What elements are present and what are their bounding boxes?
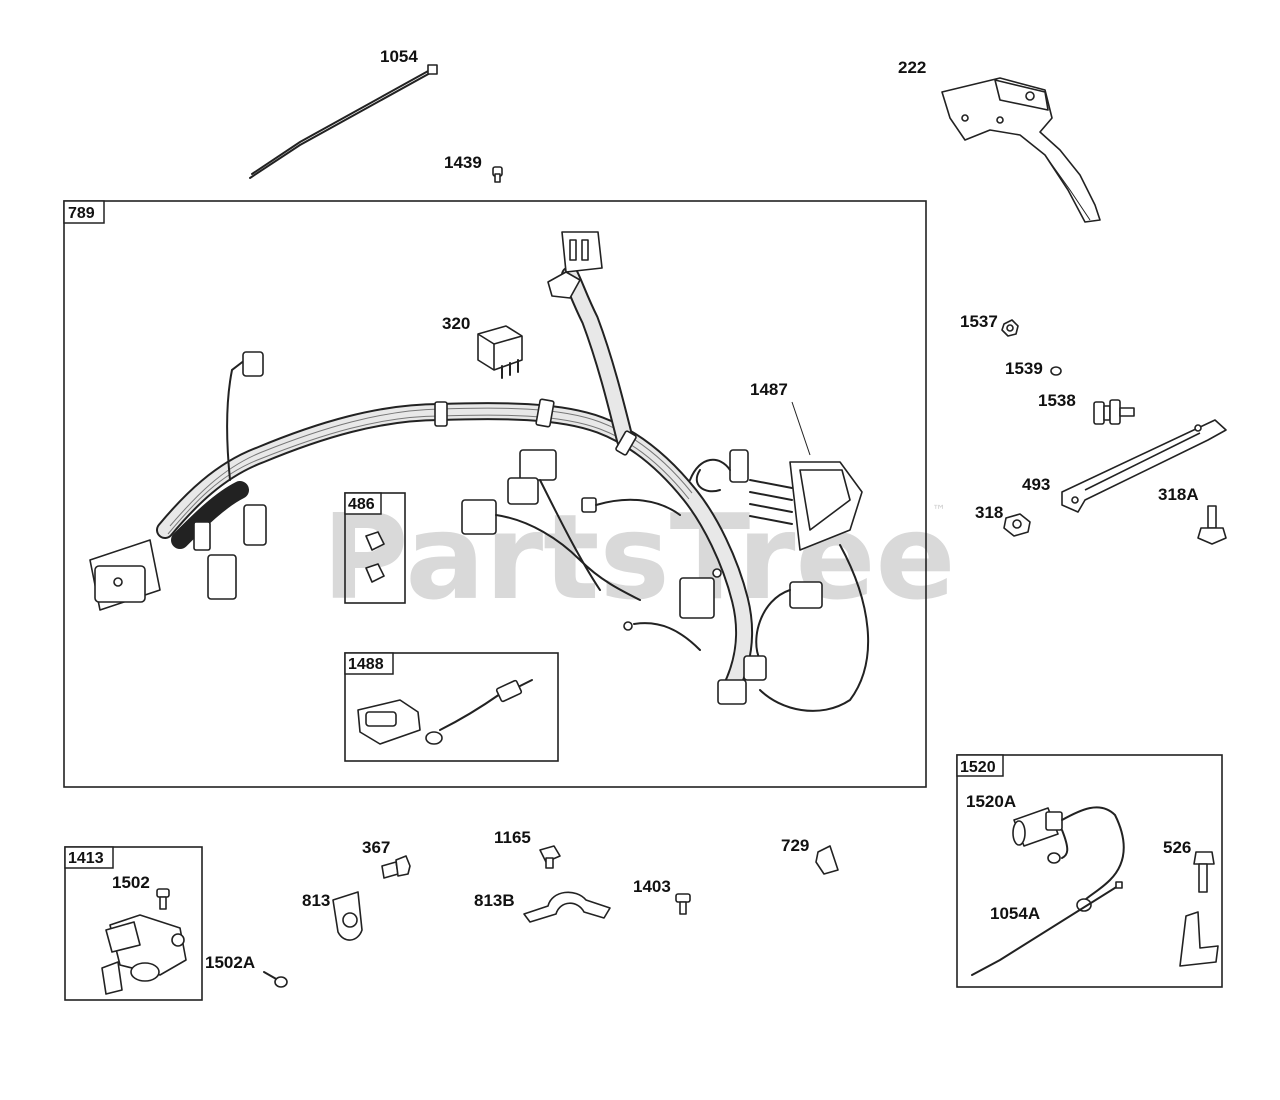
box-1488-tag (344, 652, 394, 675)
callout-318: 318 (975, 503, 1003, 522)
callout-1537: 1537 (960, 312, 998, 331)
callout-493: 493 (1022, 475, 1050, 494)
callout-318A: 318A (1158, 485, 1199, 504)
part-1439-bolt[interactable] (492, 166, 503, 183)
callout-729: 729 (781, 836, 809, 855)
callout-1413: 1413 (68, 850, 104, 867)
callout-813: 813 (302, 891, 330, 910)
callout-320: 320 (442, 314, 470, 333)
box-486-tag (344, 492, 382, 515)
part-1165-bolt[interactable] (539, 845, 561, 869)
callout-1520A: 1520A (966, 792, 1016, 811)
part-813B-clamp[interactable] (523, 891, 611, 923)
callout-813B: 813B (474, 891, 515, 910)
part-1054A-cable-tie[interactable] (971, 881, 1123, 976)
box-789-tag (63, 200, 105, 224)
callout-367: 367 (362, 838, 390, 857)
part-1502-screw[interactable] (156, 888, 170, 910)
box-1413-tag (64, 846, 114, 869)
callout-1054A: 1054A (990, 904, 1040, 923)
callout-1165: 1165 (494, 828, 531, 847)
callout-1487: 1487 (750, 380, 788, 399)
callout-222: 222 (898, 58, 926, 77)
part-1537-nut[interactable] (1001, 319, 1019, 337)
callout-1488: 1488 (348, 656, 384, 673)
part-1403-bolt[interactable] (675, 893, 691, 915)
callout-1439: 1439 (444, 153, 482, 172)
box-789-frame (63, 200, 927, 788)
callout-1054: 1054 (380, 47, 418, 66)
callout-1502: 1502 (112, 873, 150, 892)
part-1054-cable-tie[interactable] (249, 64, 438, 179)
callout-1502A: 1502A (205, 953, 255, 972)
part-1538-grommet-stud[interactable] (1093, 399, 1135, 425)
callout-789: 789 (68, 205, 95, 222)
box-1488-frame (344, 652, 559, 762)
part-1539-washer[interactable] (1050, 366, 1062, 376)
callout-1403: 1403 (633, 877, 671, 896)
watermark: PartsTree ™ (322, 488, 956, 626)
box-1413-frame (64, 846, 203, 1001)
box-1520-frame (956, 754, 1223, 988)
part-1413-throttle-sensor[interactable] (101, 914, 187, 995)
leader-1487 (791, 401, 811, 456)
part-526-bolt[interactable] (1193, 851, 1215, 893)
watermark-text: PartsTree (322, 488, 956, 626)
part-222-bracket[interactable] (941, 77, 1101, 223)
callout-1539: 1539 (1005, 359, 1043, 378)
part-318-nut[interactable] (1003, 513, 1031, 537)
callout-1538: 1538 (1038, 391, 1076, 410)
part-1502A-screw[interactable] (263, 971, 288, 988)
callout-1520: 1520 (960, 759, 996, 776)
part-486-fuses[interactable] (365, 531, 385, 583)
part-1488-connector-pigtail[interactable] (357, 679, 533, 745)
part-320-relay[interactable] (477, 325, 523, 379)
part-1520A-sensor[interactable] (1012, 806, 1125, 912)
part-1520-bracket[interactable] (1179, 911, 1219, 967)
callout-486: 486 (348, 496, 375, 513)
part-493-bracket[interactable] (1061, 419, 1227, 513)
part-367-bolt[interactable] (381, 855, 411, 879)
part-813-clip[interactable] (332, 891, 363, 941)
box-1520-tag (956, 754, 1004, 777)
part-729-clip[interactable] (815, 845, 839, 875)
callout-526: 526 (1163, 838, 1191, 857)
watermark-trademark: ™ (932, 503, 946, 519)
part-318A-bolt[interactable] (1197, 505, 1227, 545)
part-789-wire-harness[interactable] (89, 231, 870, 712)
